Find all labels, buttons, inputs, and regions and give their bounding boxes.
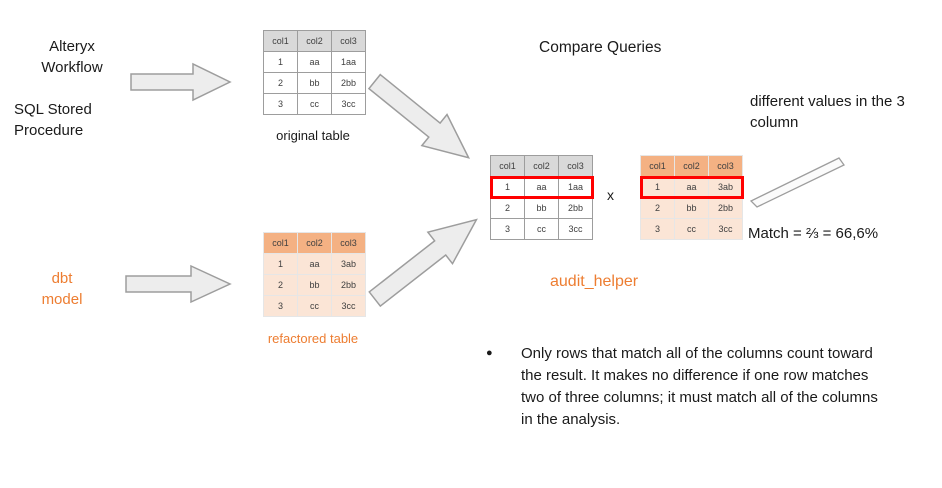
block-arrow-right-icon (125, 264, 232, 304)
table-cell: 3 (490, 218, 525, 240)
table-cell: 2 (263, 72, 298, 94)
table-cell: 1 (640, 176, 675, 198)
block-arrow-diagonal-up-icon (360, 201, 491, 317)
source-label-sql-stored-procedure: SQL Stored Procedure (14, 99, 144, 141)
table-cell: 2bb (331, 274, 366, 296)
table-cell: 3 (263, 93, 298, 115)
table-cell: aa (297, 253, 332, 275)
table-cell: 3cc (708, 218, 743, 240)
table-cell: cc (674, 218, 709, 240)
table-cell: cc (524, 218, 559, 240)
bullet-icon: ● (486, 347, 493, 359)
table-cell: 3 (263, 295, 298, 317)
source-label-line: Alteryx (49, 38, 95, 55)
table-header-cell: col3 (331, 30, 366, 52)
table-header-cell: col1 (263, 30, 298, 52)
table-cell: 3cc (331, 295, 366, 317)
table-header-cell: col2 (524, 155, 559, 177)
table-cell: 1aa (558, 176, 593, 198)
table-cell: aa (524, 176, 559, 198)
table-header-cell: col2 (674, 155, 709, 177)
bullet-note: Only rows that match all of the columns … (521, 345, 878, 428)
table-header-cell: col1 (490, 155, 525, 177)
block-arrow-diagonal-down-icon (360, 64, 484, 176)
source-label-line: Workflow (41, 59, 103, 76)
source-label-line: Procedure (14, 122, 84, 139)
original-table-label: original table (276, 128, 350, 143)
table-header-cell: col1 (263, 232, 298, 254)
table-cell: aa (674, 176, 709, 198)
source-label-line: SQL Stored (14, 101, 92, 118)
table-cell: 2 (490, 197, 525, 219)
table-header-cell: col3 (558, 155, 593, 177)
table-cell: 3cc (331, 93, 366, 115)
table-cell: 3ab (331, 253, 366, 275)
table-header-cell: col3 (708, 155, 743, 177)
table-cell: 1aa (331, 51, 366, 73)
multiply-sign: x (607, 187, 614, 203)
table-cell: bb (297, 72, 332, 94)
source-label-dbt-model: dbt model (22, 268, 102, 310)
refactored-table-label: refactored table (267, 331, 359, 346)
table-cell: cc (297, 93, 332, 115)
audit-helper-label: audit_helper (550, 273, 639, 290)
page-title: Compare Queries (539, 39, 662, 56)
pointer-line-icon (749, 157, 845, 209)
table-cell: 2bb (708, 197, 743, 219)
table-cell: 2 (640, 197, 675, 219)
table-cell: 2 (263, 274, 298, 296)
source-label-line: model (41, 291, 83, 308)
table-cell: bb (674, 197, 709, 219)
table-cell: aa (297, 51, 332, 73)
table-header-cell: col2 (297, 232, 332, 254)
table-cell: 1 (263, 253, 298, 275)
table-cell: 1 (263, 51, 298, 73)
table-cell: bb (297, 274, 332, 296)
table-cell: 1 (490, 176, 525, 198)
table-cell: 3 (640, 218, 675, 240)
table-cell: 2bb (558, 197, 593, 219)
different-values-note: different values in the 3 column (750, 93, 905, 131)
table-cell: 3cc (558, 218, 593, 240)
table-cell: 3ab (708, 176, 743, 198)
source-label-line: dbt (51, 270, 73, 287)
table-header-cell: col3 (331, 232, 366, 254)
table-cell: bb (524, 197, 559, 219)
table-header-cell: col2 (297, 30, 332, 52)
source-label-alteryx-workflow: Alteryx Workflow (16, 36, 128, 78)
match-result: Match = ⅔ = 66,6% (748, 225, 879, 242)
block-arrow-right-icon (130, 62, 232, 102)
table-cell: 2bb (331, 72, 366, 94)
table-cell: cc (297, 295, 332, 317)
table-header-cell: col1 (640, 155, 675, 177)
